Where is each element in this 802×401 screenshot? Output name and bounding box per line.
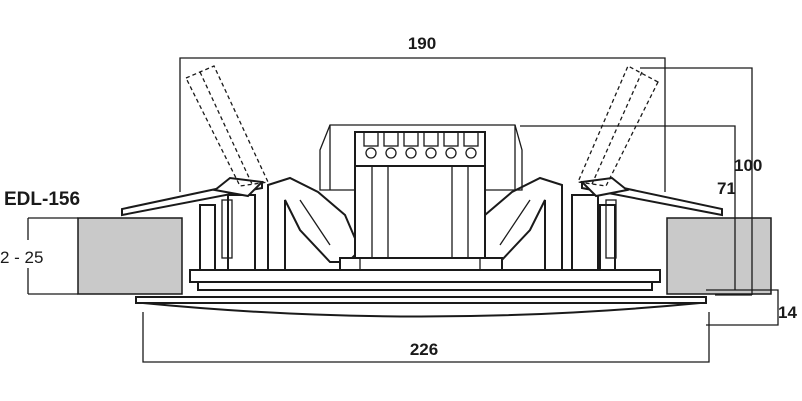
ceiling-panel-left xyxy=(77,217,183,295)
dimension-14-label: 14 xyxy=(778,303,797,322)
dimension-226-label: 226 xyxy=(410,340,438,359)
ceiling-panels xyxy=(77,217,772,295)
model-label: EDL-156 xyxy=(4,189,80,210)
ceiling-thickness-label: 2 - 25 xyxy=(0,248,43,267)
retracted-clamp-arms xyxy=(185,65,659,187)
dimension-100: 100 xyxy=(640,67,762,296)
dimension-71-label: 71 xyxy=(717,179,736,198)
dimension-14: 14 xyxy=(706,289,797,326)
dimension-226: 226 xyxy=(142,312,710,363)
speaker-body xyxy=(121,124,723,318)
terminal-screws xyxy=(363,131,479,159)
dimension-190: 190 xyxy=(179,34,666,192)
ceiling-panel-right xyxy=(666,217,772,295)
dimension-ceiling-thickness: 2 - 25 xyxy=(0,217,78,295)
dimension-190-label: 190 xyxy=(408,34,436,53)
dimension-100-label: 100 xyxy=(734,156,762,175)
dimension-71: 71 xyxy=(520,125,736,290)
